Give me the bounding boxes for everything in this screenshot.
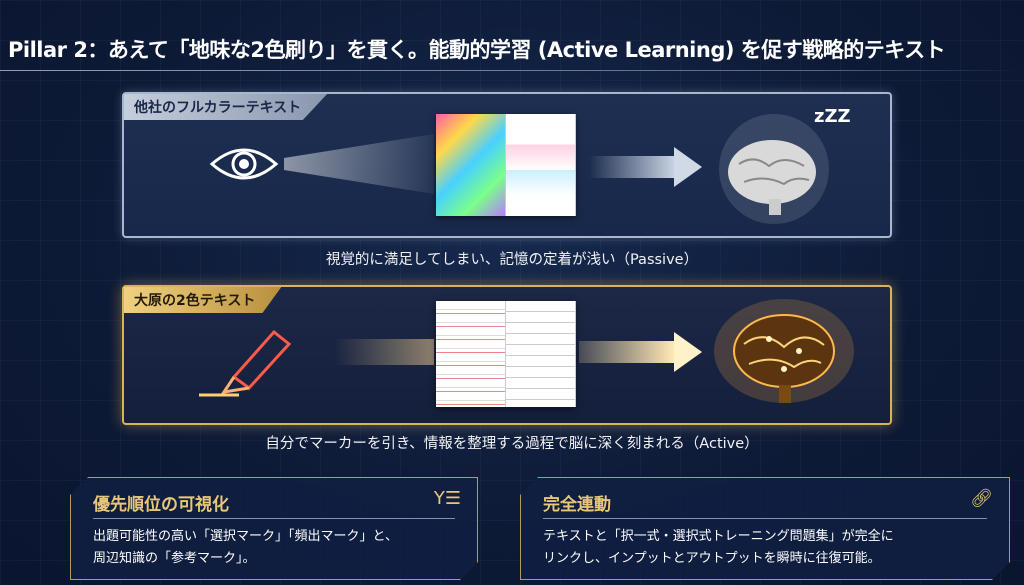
card-heading: 優先順位の可視化 bbox=[93, 495, 229, 515]
two-color-label: 大原の2色テキスト bbox=[124, 287, 282, 313]
sleepy-brain-icon bbox=[719, 114, 829, 224]
card-full-integration: 完全連動 🔗︎ テキストと「択一式・選択式トレーニング問題集」が完全にリンクし、… bbox=[520, 477, 1010, 580]
card-divider bbox=[543, 518, 987, 519]
card-body-line: テキストと「択一式・選択式トレーニング問題集」が完全に bbox=[543, 529, 894, 544]
sight-beam bbox=[284, 134, 434, 194]
arrow-icon bbox=[674, 332, 702, 372]
card-priority-visualization: 優先順位の可視化 Y☰ 出題可能性の高い「選択マーク」「頻出マーク」と、周辺知識… bbox=[70, 477, 478, 580]
two-color-panel: 大原の2色テキスト bbox=[122, 285, 892, 425]
gold-arrow-shaft bbox=[579, 341, 674, 363]
card-body-line: リンクし、インプットとアウトプットを瞬時に往復可能。 bbox=[543, 551, 881, 566]
title-divider bbox=[0, 70, 1024, 71]
sleep-text: zZZ bbox=[814, 106, 851, 127]
faded-arrow-shaft bbox=[589, 156, 674, 178]
full-color-caption: 視覚的に満足してしまい、記憶の定着が浅い（Passive） bbox=[325, 252, 699, 268]
full-color-label: 他社のフルカラーテキスト bbox=[124, 94, 328, 120]
filter-list-icon: Y☰ bbox=[433, 488, 461, 509]
two-color-caption: 自分でマーカーを引き、情報を整理する過程で脳に深く刻まれる（Active） bbox=[265, 436, 759, 452]
full-color-panel: 他社のフルカラーテキスト zZZ bbox=[122, 92, 892, 238]
card-body-line: 周辺知識の「参考マーク」。 bbox=[93, 551, 256, 566]
two-color-textbook-image bbox=[436, 301, 576, 407]
arrow-icon bbox=[674, 147, 702, 187]
card-body: テキストと「択一式・選択式トレーニング問題集」が完全にリンクし、インプットとアウ… bbox=[543, 526, 894, 570]
light-beam bbox=[334, 339, 434, 365]
eye-icon bbox=[209, 148, 279, 180]
card-divider bbox=[93, 518, 455, 519]
full-color-textbook-image bbox=[436, 114, 576, 216]
highlighter-icon bbox=[199, 329, 292, 397]
link-icon: 🔗︎ bbox=[970, 488, 993, 509]
page-title: Pillar 2：あえて「地味な2色刷り」を貫く。能動的学習 (Active L… bbox=[8, 38, 946, 62]
card-body-line: 出題可能性の高い「選択マーク」「頻出マーク」と、 bbox=[93, 529, 398, 544]
card-heading: 完全連動 bbox=[543, 495, 611, 515]
card-body: 出題可能性の高い「選択マーク」「頻出マーク」と、周辺知識の「参考マーク」。 bbox=[93, 526, 398, 570]
active-brain-icon bbox=[714, 299, 854, 403]
